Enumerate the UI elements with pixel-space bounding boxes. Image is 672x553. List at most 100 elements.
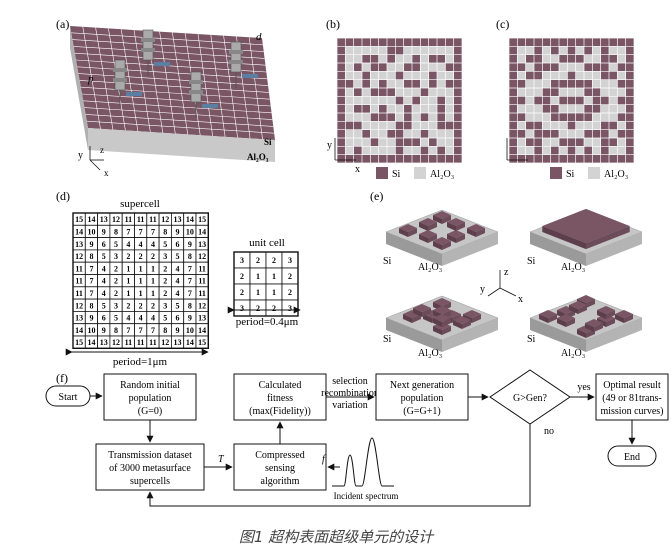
si-pixel bbox=[567, 54, 576, 63]
metasurface-block bbox=[385, 209, 499, 266]
si-pixel bbox=[550, 154, 559, 163]
si-pixel bbox=[584, 79, 593, 88]
table-cell-value: 10 bbox=[87, 227, 95, 236]
grid-line bbox=[120, 29, 139, 132]
probe-pillar bbox=[113, 59, 142, 106]
si-pixel bbox=[542, 104, 551, 113]
si-pixel bbox=[517, 129, 526, 138]
table-cell-value: 9 bbox=[176, 227, 180, 236]
si-pixel bbox=[542, 129, 551, 138]
si-pixel bbox=[625, 46, 634, 55]
si-pixel bbox=[559, 96, 568, 105]
table-cell-value: 11 bbox=[75, 264, 83, 273]
si-pixel bbox=[509, 154, 518, 163]
table-cell-value: 1 bbox=[151, 277, 155, 286]
si-pixel bbox=[534, 46, 543, 55]
si-pixel bbox=[625, 38, 634, 47]
si-pixel bbox=[370, 88, 379, 97]
table-cell-value: 11 bbox=[125, 215, 133, 224]
table-cell-value: 14 bbox=[87, 215, 95, 224]
si-pixel bbox=[395, 46, 404, 55]
si-pixel bbox=[567, 146, 576, 155]
si-pixel bbox=[395, 138, 404, 147]
flow-cs-1: Compressed bbox=[255, 450, 304, 461]
table-cell-value: 1 bbox=[139, 289, 143, 298]
si-pixel bbox=[534, 129, 543, 138]
table-cell-value: 8 bbox=[163, 326, 167, 335]
table-cell-value: 9 bbox=[176, 326, 180, 335]
si-pixel bbox=[600, 71, 609, 80]
metasurface-block bbox=[529, 208, 643, 266]
si-pixel bbox=[567, 154, 576, 163]
panel-b-pattern bbox=[336, 37, 463, 164]
si-pixel bbox=[387, 154, 396, 163]
flow-optimal-1: Optimal result bbox=[603, 380, 661, 391]
panel-e-axis-z: z bbox=[504, 267, 509, 278]
si-pixel bbox=[362, 154, 371, 163]
panel-c: (c) Si Al₂O₃ bbox=[496, 17, 635, 180]
flow-op-2: recombination bbox=[321, 388, 379, 399]
flow-optimal bbox=[595, 373, 669, 421]
si-pixel bbox=[525, 54, 534, 63]
si-pixel bbox=[534, 121, 543, 130]
si-pixel bbox=[617, 129, 626, 138]
si-pixel bbox=[395, 146, 404, 155]
table-cell-value: 14 bbox=[75, 227, 83, 236]
si-pixel bbox=[600, 154, 609, 163]
si-pixel bbox=[353, 38, 362, 47]
grid-line bbox=[80, 86, 270, 100]
table-cell-value: 2 bbox=[126, 301, 130, 310]
table-cell-value: 14 bbox=[198, 227, 206, 236]
table-cell-value: 9 bbox=[188, 240, 192, 249]
probe-pillar bbox=[189, 71, 218, 118]
unitcell-title: unit cell bbox=[249, 237, 285, 249]
table-cell-value: 6 bbox=[176, 314, 180, 323]
si-pixel bbox=[337, 71, 346, 80]
si-pixel bbox=[412, 63, 421, 72]
si-pixel bbox=[575, 138, 584, 147]
table-cell-value: 4 bbox=[102, 264, 106, 273]
si-pixel bbox=[517, 154, 526, 163]
table-cell-value: 10 bbox=[186, 326, 194, 335]
table-cell-value: 5 bbox=[114, 240, 118, 249]
panel-e-axis-y-line bbox=[487, 287, 501, 297]
table-cell-value: 11 bbox=[149, 338, 157, 347]
si-pixel bbox=[345, 121, 354, 130]
table-cell-value: 13 bbox=[198, 240, 206, 249]
flow-cs-2: sensing bbox=[265, 463, 295, 474]
panel-e-axis-x: x bbox=[518, 294, 523, 305]
table-cell-value: 1 bbox=[126, 289, 130, 298]
panel-b: (b) y x Si Al₂O₃ bbox=[326, 17, 463, 180]
si-pixel bbox=[378, 38, 387, 47]
si-pixel bbox=[534, 146, 543, 155]
si-pixel bbox=[412, 38, 421, 47]
table-cell-value: 1 bbox=[272, 272, 276, 281]
table-cell-value: 11 bbox=[198, 264, 206, 273]
table-cell-value: 5 bbox=[102, 252, 106, 261]
si-pixel bbox=[509, 104, 518, 113]
si-pixel bbox=[584, 38, 593, 47]
grid-line bbox=[172, 32, 189, 135]
panel-label-d: (d) bbox=[56, 189, 70, 203]
panel-c-legend-al: Al₂O₃ bbox=[604, 169, 628, 180]
si-pixel bbox=[575, 113, 584, 122]
si-pixel bbox=[403, 63, 412, 72]
si-pixel bbox=[437, 96, 446, 105]
panel-label-e: (e) bbox=[370, 189, 383, 203]
si-pixel bbox=[378, 63, 387, 72]
panel-a-top-surface bbox=[70, 26, 275, 140]
table-cell-value: 2 bbox=[256, 256, 260, 265]
panel-e-si-4: Si bbox=[527, 334, 536, 345]
si-pixel bbox=[509, 79, 518, 88]
flow-no: no bbox=[544, 426, 554, 437]
panel-b-legend-al: Al₂O₃ bbox=[430, 169, 454, 180]
panel-label-c: (c) bbox=[496, 17, 509, 31]
supercell-title: supercell bbox=[120, 198, 160, 210]
si-pixel bbox=[584, 104, 593, 113]
panel-b-legend-si: Si bbox=[392, 169, 401, 180]
si-pixel bbox=[345, 154, 354, 163]
si-pixel bbox=[534, 71, 543, 80]
table-cell-value: 3 bbox=[240, 256, 244, 265]
table-cell-value: 2 bbox=[126, 252, 130, 261]
